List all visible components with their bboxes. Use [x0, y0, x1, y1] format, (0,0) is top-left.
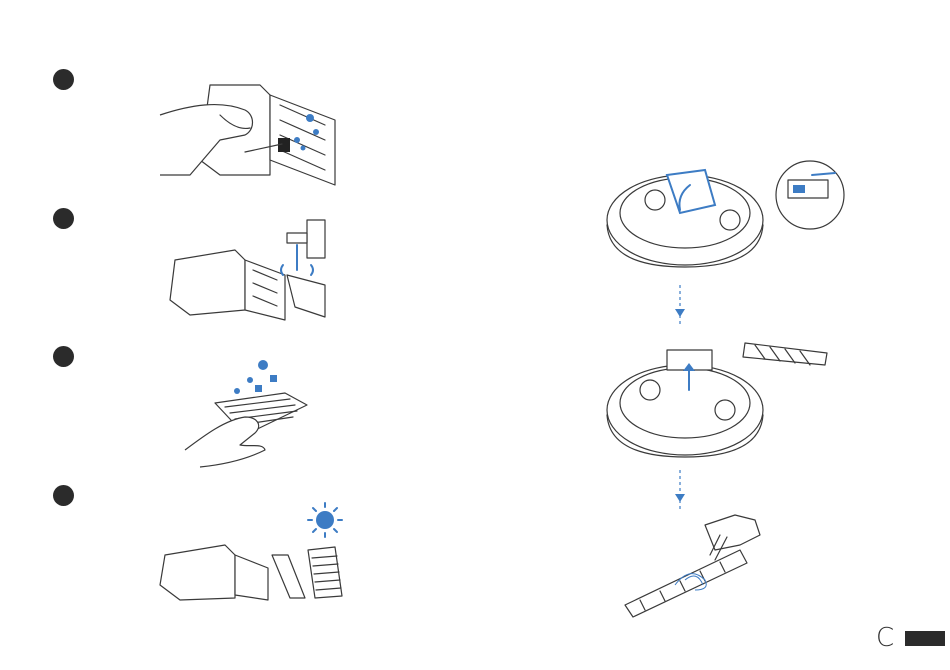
step-3-bullet — [53, 346, 74, 367]
arrow-down-icon — [674, 285, 686, 335]
remove-main-brush-icon — [605, 335, 845, 465]
open-brush-cover-icon — [605, 155, 850, 275]
section-letter: C — [876, 625, 894, 651]
brush-filter-icon — [160, 80, 340, 190]
step-1-bullet — [53, 69, 74, 90]
step-4-bullet — [53, 485, 74, 506]
page-tab — [905, 631, 945, 646]
tap-filter-icon — [185, 355, 315, 475]
cut-hair-icon — [615, 505, 775, 620]
step-2-bullet — [53, 208, 74, 229]
sun-dry-icon — [160, 500, 360, 605]
rinse-filter-icon — [165, 215, 345, 325]
